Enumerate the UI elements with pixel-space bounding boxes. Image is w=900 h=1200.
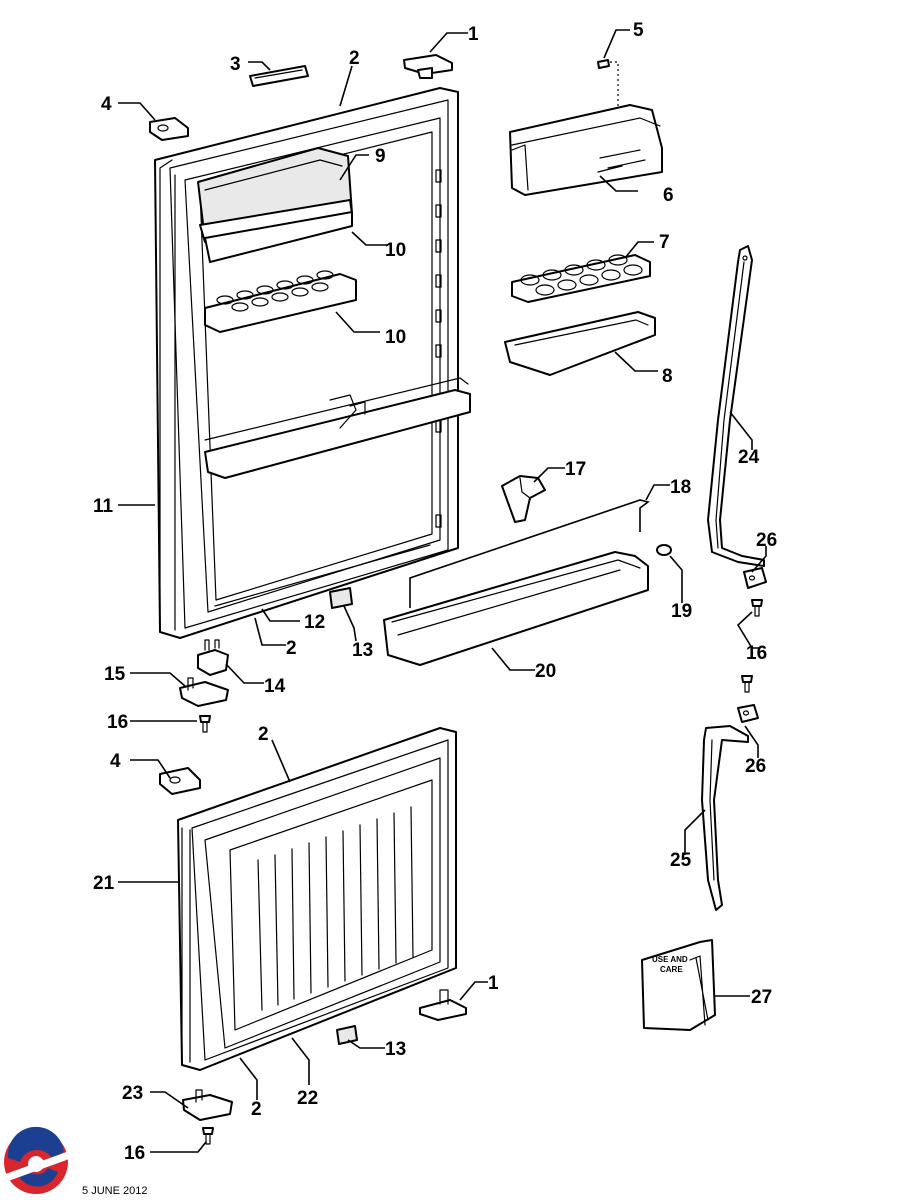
callout-26-b: 26 [745,756,766,777]
handle-bracket-part-26-a [743,567,767,589]
door-bin-with-retainer [204,377,471,479]
callout-4-freezer: 4 [110,751,121,772]
bottom-hinge-part-23 [182,1089,233,1121]
hinge-bracket-part-14 [197,639,229,676]
page-fragment: 5 [82,1185,89,1197]
callout-13-bottom: 13 [385,1039,406,1060]
footer-date: 5 JUNE 2012 [82,1185,147,1197]
callout-25: 25 [670,850,692,871]
callout-11: 11 [93,496,114,517]
screw-part-16-d [202,1127,214,1145]
handle-part-25 [701,725,749,911]
handle-part-24 [707,245,765,567]
callout-16-b: 16 [746,643,767,664]
freezer-door-ribs [257,806,414,1011]
callout-26-a: 26 [756,530,777,551]
callout-10-a: 10 [385,240,406,261]
foam-pad-part-13-mid [329,587,353,609]
hinge-cover-part-1-top [403,54,453,79]
butter-compartment-part-6 [509,104,663,196]
brand-logo [0,1126,72,1194]
callout-14: 14 [264,676,286,697]
screw-part-5 [597,59,629,113]
callout-1-top: 1 [468,24,479,45]
callout-21: 21 [93,873,115,894]
badge-part-3 [249,65,309,87]
callout-20: 20 [535,661,556,682]
callout-24: 24 [738,447,760,468]
callout-8: 8 [662,366,673,387]
callout-16-c: 16 [124,1143,145,1164]
callout-13-mid: 13 [352,640,373,661]
publication-date: JUNE 2012 [91,1185,148,1197]
use-and-care-manual-part-27: USE AND CARE [641,939,716,1031]
hinge-part-4-freezer [159,767,201,795]
door-rail-slots [435,169,442,528]
egg-shelf-part-10-lower [204,270,357,333]
manual-title-line1: USE AND [652,955,688,964]
callout-7: 7 [659,232,670,253]
fresh-food-door [154,87,471,639]
freezer-door [177,727,457,1071]
foam-pad-part-13-bottom [336,1025,358,1045]
callout-2-top: 2 [349,48,360,69]
callout-18: 18 [670,477,691,498]
bin-retainer-clip-part-17 [501,475,546,523]
callout-5: 5 [633,20,644,41]
callout-1-bottom: 1 [488,973,499,994]
hinge-part-1-bottom [419,989,467,1021]
callout-22: 22 [297,1088,318,1109]
callout-2-mid: 2 [286,638,297,659]
callout-2-bottom: 2 [251,1099,262,1120]
callout-12: 12 [304,612,325,633]
screw-part-16-b [751,599,763,617]
callout-3: 3 [230,54,241,75]
manual-title-line2: CARE [660,965,683,974]
callout-9: 9 [375,146,386,167]
hinge-part-4-top [149,117,189,141]
callout-15: 15 [104,664,126,685]
callout-19: 19 [671,601,692,622]
callout-6: 6 [663,185,674,206]
callout-2-freezer: 2 [258,724,269,745]
leader-lines [118,29,767,1153]
wire-retainer-part-18 [409,499,650,608]
callout-27: 27 [751,987,772,1008]
door-shelf-part-10-upper [204,211,353,263]
screw-part-16-a [199,715,211,733]
shelf-tray-part-8 [504,311,656,376]
callout-4-top: 4 [101,94,112,115]
callout-16-a: 16 [107,712,128,733]
door-bottom-trim-part-12 [214,544,431,607]
screw-part-16-c-handle [741,675,753,693]
end-cap-part-19 [656,544,672,556]
callout-23: 23 [122,1083,143,1104]
egg-tray-part-7 [511,254,651,303]
handle-bracket-part-26-b [737,704,759,723]
door-bin-part-20 [383,551,649,666]
callout-10-b: 10 [385,327,406,348]
center-hinge-part-15 [179,677,229,707]
callout-17: 17 [565,459,586,480]
callout-numbers: 1 2 3 4 5 6 7 8 9 10 10 11 12 2 13 14 15… [93,20,777,1164]
